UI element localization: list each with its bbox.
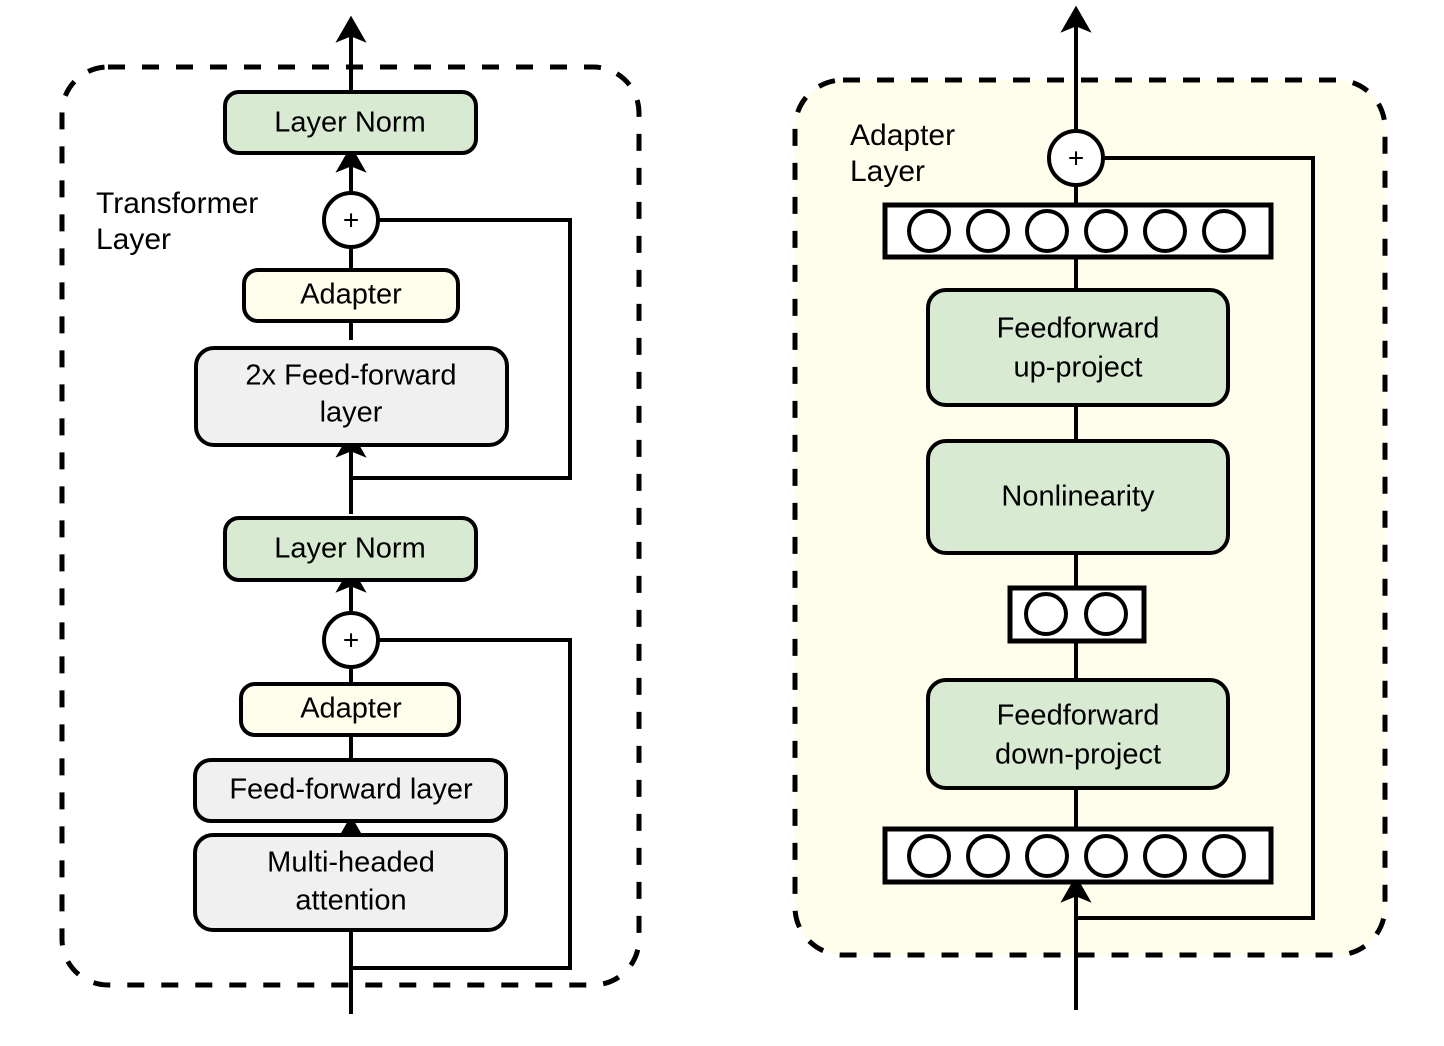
input-vector-unit xyxy=(1084,834,1128,878)
add-bottom-node xyxy=(322,611,380,669)
add-top-node xyxy=(322,191,380,249)
layer-norm-bottom-box xyxy=(223,516,478,582)
layer-norm-top-box xyxy=(223,90,478,155)
feedforward-down-project-box xyxy=(926,678,1230,790)
multi-headed-attention-label-line2: attention xyxy=(295,885,406,917)
output-vector xyxy=(882,202,1274,260)
panel-adapter-layer: Adapter Layer + Feedforward xyxy=(792,5,1388,1010)
transformer-layer-label-line1: Transformer xyxy=(96,187,258,220)
adapter-layer-dashed-border xyxy=(792,77,1388,958)
nonlinearity-box xyxy=(926,439,1230,555)
multi-headed-attention-box xyxy=(193,833,508,932)
adapter-top-box xyxy=(242,268,460,323)
adapter-bottom-label: Adapter xyxy=(300,693,402,725)
adapter-layer-label-line2: Layer xyxy=(850,155,925,188)
bottleneck-vector-unit xyxy=(1024,592,1068,636)
adapter-bottom-box xyxy=(239,682,461,737)
add-bottom-label: + xyxy=(343,624,359,655)
input-vector-unit xyxy=(1143,834,1187,878)
input-vector-unit xyxy=(1025,834,1069,878)
input-vector xyxy=(882,826,1274,885)
adapter-layer-label-line1: Adapter xyxy=(850,119,955,152)
output-vector-unit xyxy=(1025,209,1069,253)
node-feed-forward-2x: 2x Feed-forward layer xyxy=(194,346,509,447)
feedforward-up-project-label-line1: Feedforward xyxy=(997,313,1160,345)
input-vector-unit xyxy=(1202,834,1246,878)
feedforward-up-project-box xyxy=(926,288,1230,407)
adapter-top-label: Adapter xyxy=(300,279,402,311)
output-vector-unit xyxy=(1143,209,1187,253)
top-residual-connection xyxy=(351,218,572,480)
output-vector-unit xyxy=(1084,209,1128,253)
layer-norm-bottom-label: Layer Norm xyxy=(274,533,426,565)
bottleneck-vector-unit xyxy=(1084,592,1128,636)
feed-forward-2x-label-line1: 2x Feed-forward xyxy=(245,360,456,392)
feedforward-down-project-label-line2: down-project xyxy=(995,739,1161,771)
add-top-label: + xyxy=(343,204,359,235)
node-multi-headed-attention: Multi-headed attention xyxy=(193,833,508,932)
transformer-layer-label-line2: Layer xyxy=(96,223,171,256)
feed-forward-layer-label: Feed-forward layer xyxy=(229,774,473,806)
node-layer-norm-bottom: Layer Norm xyxy=(223,516,478,582)
layer-norm-top-label: Layer Norm xyxy=(274,107,426,139)
node-feedforward-up-project: Feedforward up-project xyxy=(926,288,1230,407)
feedforward-down-project-label-line1: Feedforward xyxy=(997,700,1160,732)
adapter-add-node xyxy=(1047,129,1105,187)
input-vector-unit xyxy=(907,834,951,878)
node-feedforward-down-project: Feedforward down-project xyxy=(926,678,1230,790)
node-nonlinearity: Nonlinearity xyxy=(926,439,1230,555)
feed-forward-layer-box xyxy=(193,758,508,823)
adapter-residual-connection xyxy=(1076,156,1315,920)
adapter-add-label: + xyxy=(1068,142,1084,173)
multi-headed-attention-label-line1: Multi-headed xyxy=(267,847,435,879)
nonlinearity-label: Nonlinearity xyxy=(1001,481,1155,513)
panel-transformer-layer: Transformer Layer Layer Norm + Adapter xyxy=(59,15,642,1014)
node-layer-norm-top: Layer Norm xyxy=(223,90,478,155)
bottleneck-vector xyxy=(1007,585,1147,644)
output-vector-unit xyxy=(1202,209,1246,253)
input-vector-unit xyxy=(966,834,1010,878)
node-adapter-bottom: Adapter xyxy=(239,682,461,737)
node-adapter-top: Adapter xyxy=(242,268,460,323)
bottom-residual-connection xyxy=(351,638,572,970)
output-vector-unit xyxy=(907,209,951,253)
feed-forward-2x-label-line2: layer xyxy=(320,397,383,429)
feed-forward-2x-box xyxy=(194,346,509,447)
feedforward-up-project-label-line2: up-project xyxy=(1014,352,1143,384)
output-vector-unit xyxy=(966,209,1010,253)
node-feed-forward-layer: Feed-forward layer xyxy=(193,758,508,823)
